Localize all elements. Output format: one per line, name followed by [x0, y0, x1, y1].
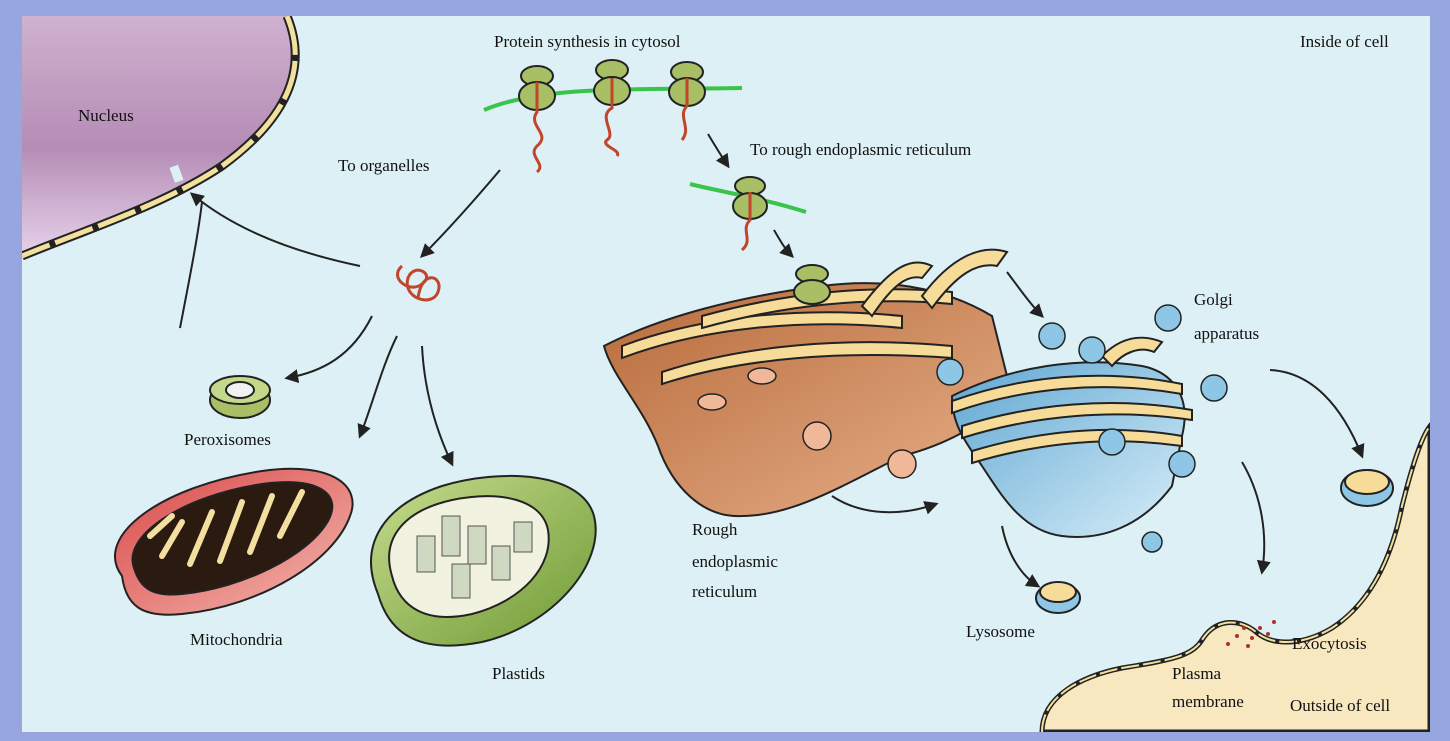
label-inside-cell: Inside of cell [1300, 32, 1389, 52]
cell-diagram-panel: Protein synthesis in cytosol Inside of c… [22, 16, 1430, 732]
label-rough-er-line3: reticulum [692, 582, 757, 602]
label-plasma-line1: Plasma [1172, 664, 1221, 684]
label-rough-er-line2: endoplasmic [692, 552, 778, 572]
label-nucleus: Nucleus [78, 106, 134, 126]
label-peroxisomes: Peroxisomes [184, 430, 271, 450]
label-golgi-line1: Golgi [1194, 290, 1233, 310]
plastid-shape [371, 476, 596, 646]
label-to-organelles: To organelles [338, 156, 430, 176]
label-rough-er-line1: Rough [692, 520, 737, 540]
label-plasma-line2: membrane [1172, 692, 1244, 712]
label-outside-cell: Outside of cell [1290, 696, 1390, 716]
cell-illustration [22, 16, 1430, 732]
label-mitochondria: Mitochondria [190, 630, 283, 650]
peroxisome-shape [210, 376, 270, 418]
label-lysosome: Lysosome [966, 622, 1035, 642]
nucleus-membrane-line [180, 202, 202, 328]
label-plastids: Plastids [492, 664, 545, 684]
er-ribosome [690, 177, 806, 250]
mitochondrion-shape [115, 469, 353, 615]
label-golgi-line2: apparatus [1194, 324, 1259, 344]
label-to-rough-er: To rough endoplasmic reticulum [750, 140, 971, 160]
nucleus-shape [22, 16, 295, 256]
folded-protein [397, 266, 439, 300]
cytosol-ribosomes [484, 60, 742, 172]
label-protein-synthesis: Protein synthesis in cytosol [494, 32, 681, 52]
label-exocytosis: Exocytosis [1292, 634, 1367, 654]
